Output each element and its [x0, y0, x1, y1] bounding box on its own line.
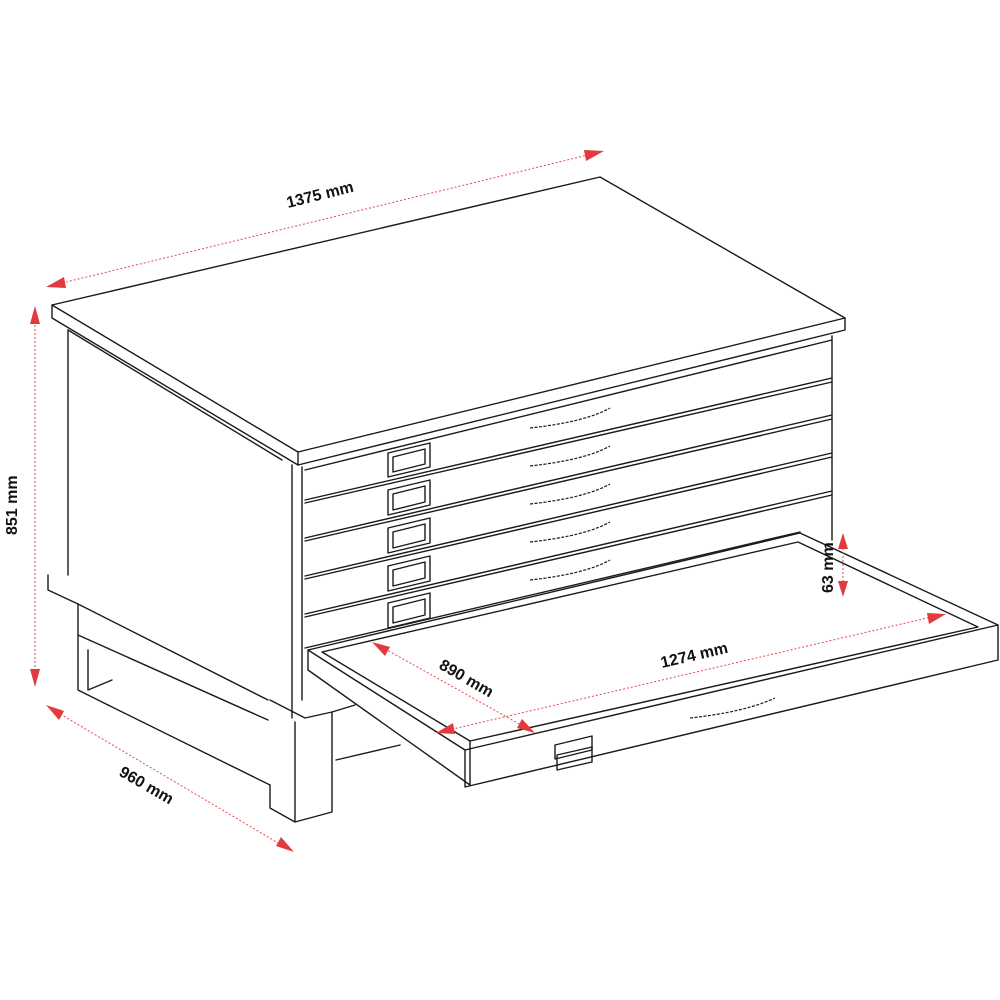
label-holder	[387, 555, 431, 592]
open-drawer	[307, 532, 999, 788]
cabinet-base	[47, 574, 401, 823]
cabinet-top	[51, 176, 846, 453]
height-label: 851 mm	[4, 475, 21, 535]
drawer-handle	[529, 521, 611, 543]
drawer-handle	[529, 445, 611, 467]
label-holders	[387, 442, 431, 629]
label-holder	[387, 517, 431, 554]
label-holder	[387, 479, 431, 516]
width-label: 1375 mm	[285, 179, 356, 212]
cabinet-outline	[51, 176, 846, 719]
drawer-handle	[689, 697, 776, 719]
drawer-height-label: 63 mm	[820, 542, 837, 593]
label-holder	[554, 735, 593, 771]
depth-label: 960 mm	[116, 764, 176, 809]
label-holder	[387, 592, 431, 629]
drawer-handle	[529, 559, 611, 581]
label-holder	[387, 442, 431, 478]
drawer-handle	[529, 407, 611, 429]
drawer-stack	[304, 377, 833, 649]
dimension-drawer-height: 63 mm	[820, 533, 848, 597]
dimension-height: 851 mm	[4, 306, 40, 687]
drawer-handle	[529, 483, 611, 505]
drawer-handles	[529, 407, 611, 581]
